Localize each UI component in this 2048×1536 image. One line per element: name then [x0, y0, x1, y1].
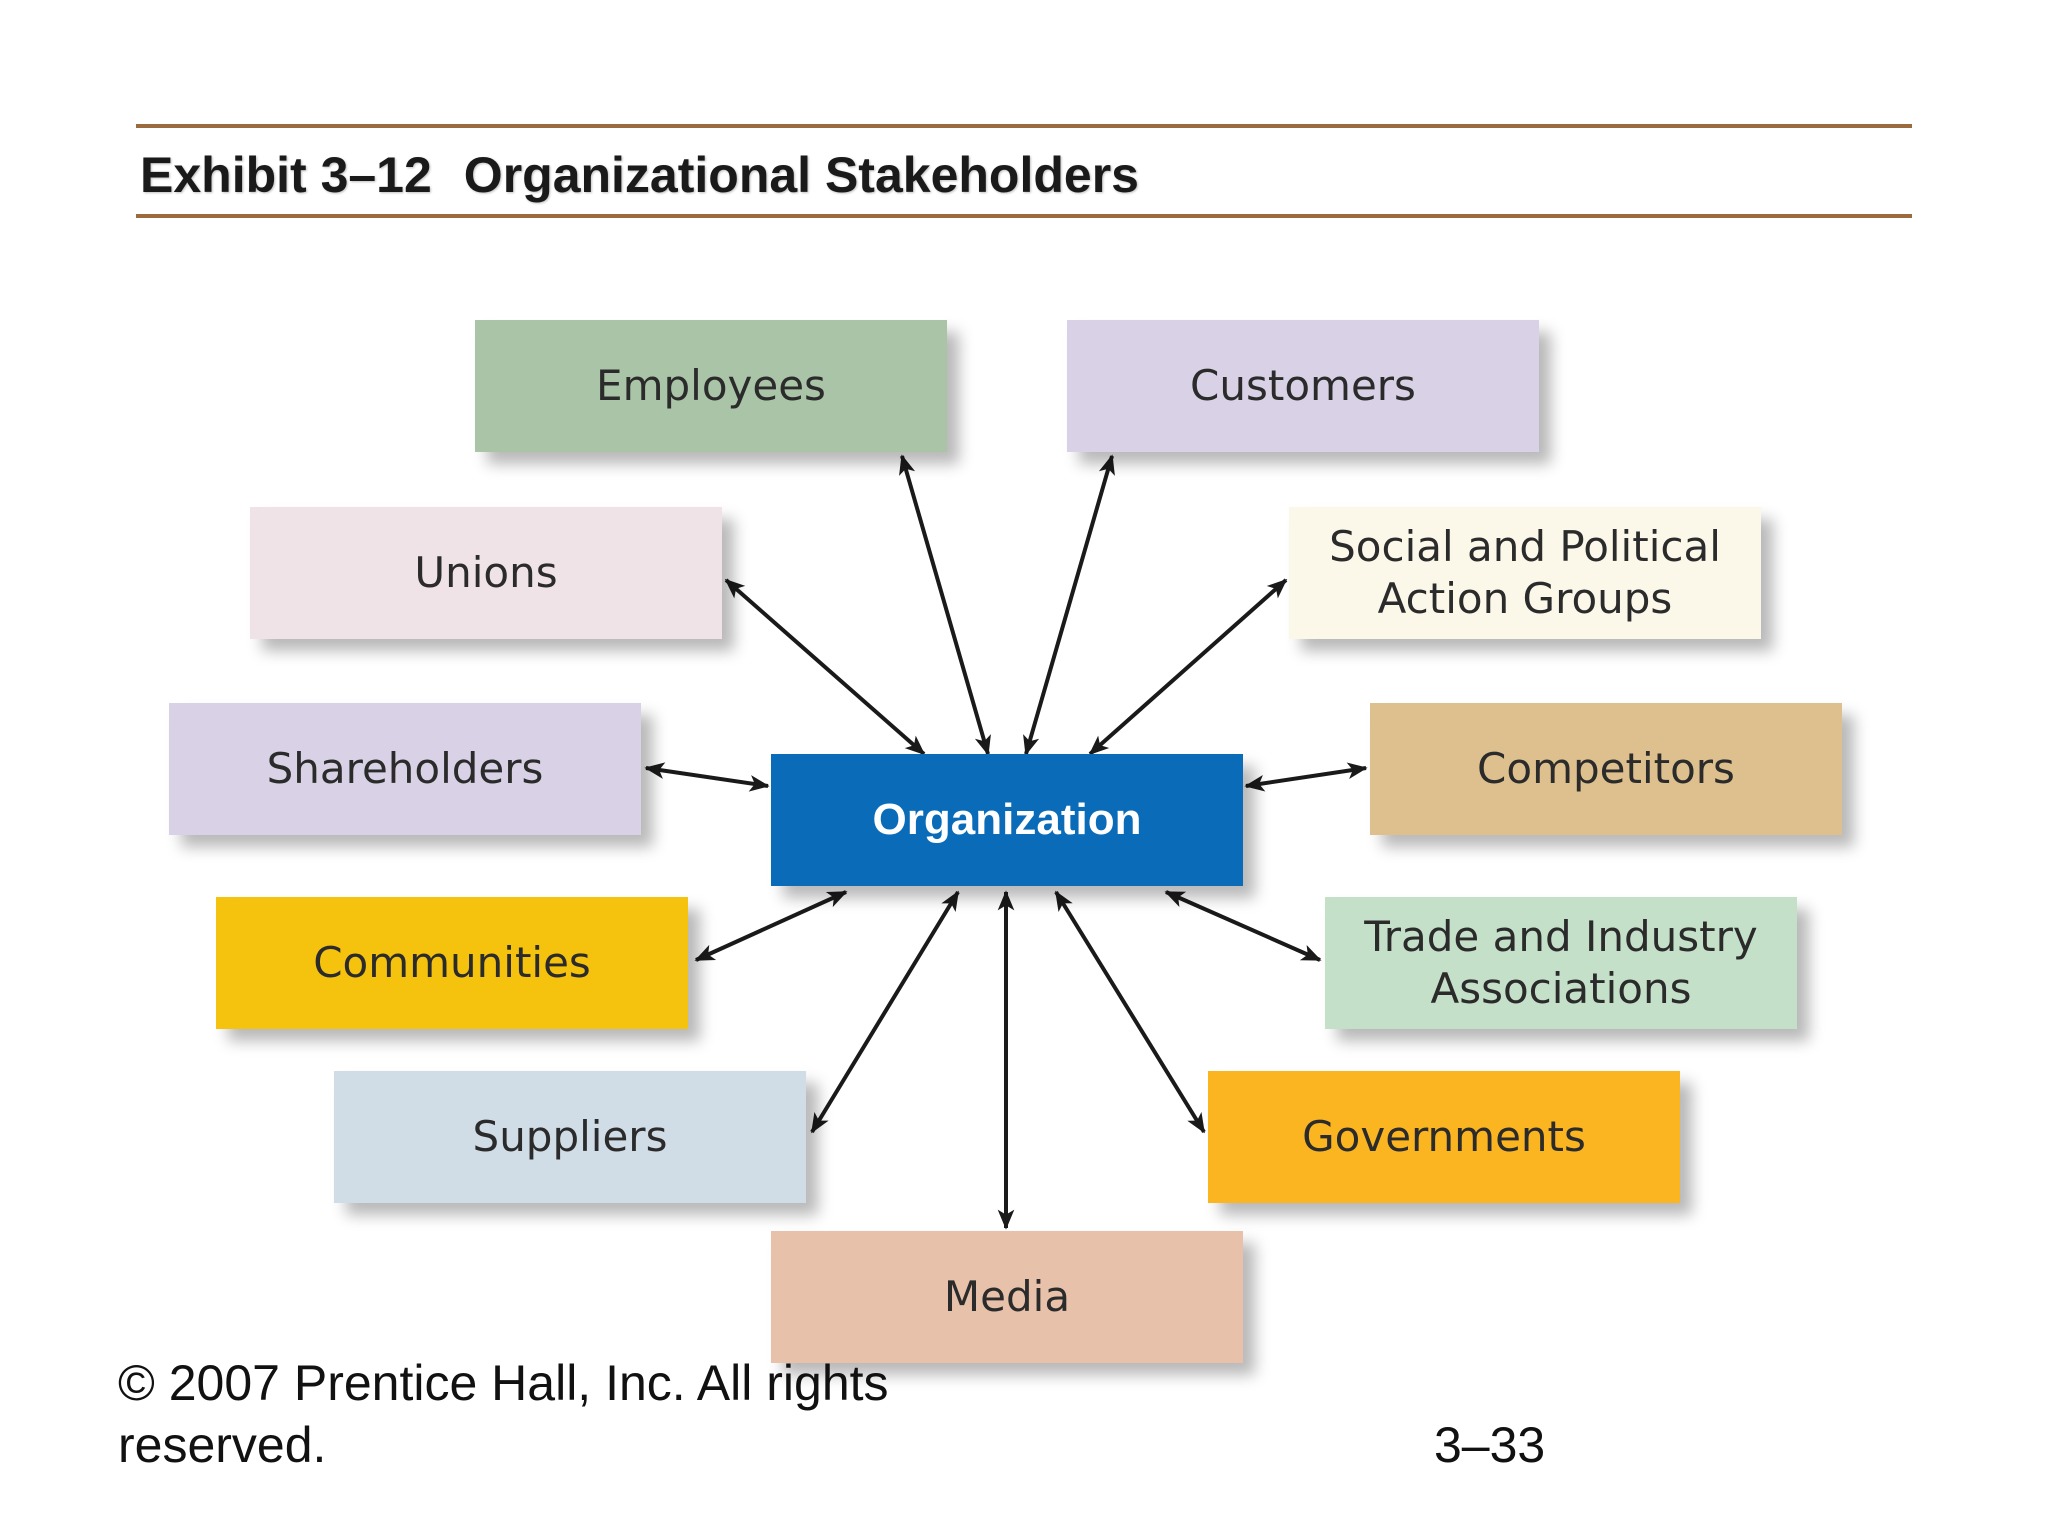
header-rule-bottom: [136, 214, 1912, 218]
exhibit-number: Exhibit 3–12: [140, 147, 432, 203]
shareholders-node: Shareholders: [169, 703, 641, 835]
competitors-node: Competitors: [1370, 703, 1842, 835]
exhibit-name: Organizational Stakeholders: [463, 147, 1139, 203]
communities-node: Communities: [216, 897, 688, 1029]
trade-industry-associations-label: Trade and Industry Associations: [1364, 912, 1758, 1013]
customers-node: Customers: [1067, 320, 1539, 452]
arrow-customers: [1023, 454, 1115, 756]
employees-node: Employees: [475, 320, 947, 452]
arrow-trade: [1164, 890, 1322, 962]
arrow-competitors: [1244, 762, 1368, 792]
governments-label: Governments: [1302, 1112, 1586, 1161]
unions-label: Unions: [414, 548, 558, 597]
organization-node: Organization: [771, 754, 1243, 886]
arrow-social: [1088, 578, 1288, 756]
arrow-employees: [899, 454, 991, 756]
header-rule-top: [136, 124, 1912, 128]
governments-node: Governments: [1208, 1071, 1680, 1203]
suppliers-node: Suppliers: [334, 1071, 806, 1203]
media-label: Media: [943, 1272, 1071, 1321]
copyright-line-2: reserved.: [118, 1417, 327, 1473]
exhibit-title: Exhibit 3–12 Organizational Stakeholders: [140, 146, 1139, 204]
suppliers-label: Suppliers: [472, 1112, 668, 1161]
unions-node: Unions: [250, 507, 722, 639]
social-political-groups-label: Social and Political Action Groups: [1329, 522, 1721, 623]
social-political-groups-node: Social and Political Action Groups: [1289, 507, 1761, 639]
arrow-communities: [694, 890, 848, 962]
arrow-governments: [1054, 890, 1206, 1134]
arrow-shareholders: [644, 762, 770, 792]
media-node: Media: [771, 1231, 1243, 1363]
arrow-unions: [724, 578, 926, 756]
trade-industry-associations-node: Trade and Industry Associations: [1325, 897, 1797, 1029]
employees-label: Employees: [596, 361, 826, 410]
arrow-suppliers: [810, 890, 960, 1134]
organization-label: Organization: [872, 795, 1142, 844]
customers-label: Customers: [1190, 361, 1416, 410]
competitors-label: Competitors: [1477, 744, 1735, 793]
copyright-notice: © 2007 Prentice Hall, Inc. All rights re…: [118, 1352, 889, 1476]
slide-number: 3–33: [1434, 1417, 1546, 1473]
copyright-line-1: © 2007 Prentice Hall, Inc. All rights: [118, 1355, 889, 1411]
communities-label: Communities: [313, 938, 591, 987]
shareholders-label: Shareholders: [266, 744, 544, 793]
